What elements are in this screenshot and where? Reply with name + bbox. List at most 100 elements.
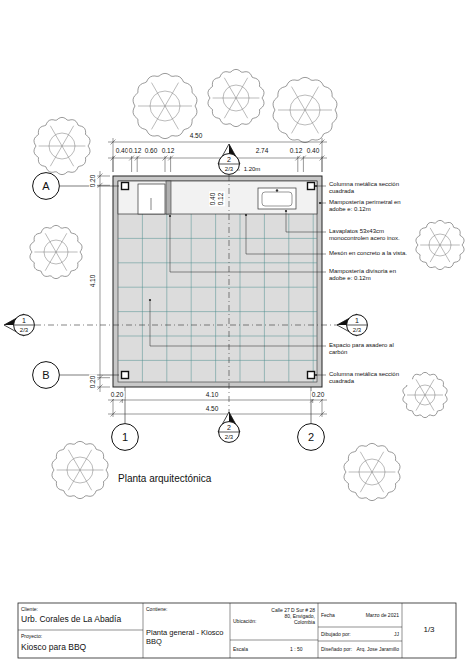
dimension-text: 0.12: [161, 147, 176, 155]
floor-slab: [118, 181, 317, 382]
tree-symbol: [52, 441, 108, 498]
extension-line: [322, 403, 323, 417]
title-block-text: Escala: [233, 646, 248, 652]
tree-branch: [372, 452, 384, 472]
tree-branch: [292, 110, 306, 133]
grid-label: 1: [122, 432, 128, 443]
tree-branch: [68, 450, 80, 470]
dimension-text: 0.12: [128, 147, 143, 155]
tree-branch: [50, 126, 62, 146]
sink-basin: [262, 192, 292, 206]
tile-line: [142, 214, 143, 382]
tile-line: [240, 214, 241, 382]
extension-line: [297, 156, 298, 172]
annotation-text: Mampostería divisoria en adobe e: 0.12m: [328, 268, 412, 282]
title-block-rule: [318, 603, 319, 658]
title-block-rule: [143, 603, 144, 658]
extension-line: [97, 176, 110, 177]
tree-branch: [56, 252, 67, 271]
tree-branch: [305, 110, 332, 111]
dimension-text: 4.50: [189, 132, 204, 140]
annotation-text: Mesón en concreto a la vista.: [328, 250, 412, 257]
tree-symbol: [30, 225, 82, 278]
leader-dot: [149, 299, 151, 301]
title-block-text: Contiene:: [146, 606, 167, 612]
grid-label: 2: [308, 432, 314, 443]
title-block-text: Dibujado por:: [321, 631, 351, 637]
title-block-rule: [402, 603, 403, 658]
grid-bubble: B: [32, 361, 60, 389]
extension-line: [303, 156, 304, 172]
extension-line: [165, 156, 166, 172]
tree-branch: [45, 252, 56, 271]
marker-circle: [219, 422, 240, 443]
tree-branch: [165, 106, 192, 107]
steel-column: [122, 183, 129, 190]
tree-branch: [152, 106, 166, 129]
bubble-circle: [33, 362, 60, 389]
steel-column: [308, 372, 315, 379]
grid-bubble: A: [32, 172, 60, 200]
dimension-text: 0.12: [217, 192, 225, 207]
marker-divider: [219, 432, 239, 433]
section-number: 2: [227, 155, 231, 162]
tree-symbol: [208, 69, 264, 126]
tree-branch: [349, 472, 372, 473]
tree-branch: [416, 379, 425, 395]
leader-line: [316, 375, 326, 376]
title-block-text: Arq. Jose Jaramillo: [356, 646, 399, 652]
leader-dot: [245, 214, 247, 216]
tile-line: [118, 360, 317, 361]
section-line: [35, 325, 346, 326]
plan-group: [113, 176, 322, 387]
tree-branch: [62, 146, 74, 166]
title-block-text: JJ: [394, 631, 399, 637]
tree-symbol: [416, 220, 464, 269]
leader-line: [170, 216, 326, 272]
tree-branch: [416, 395, 425, 411]
leader-line: [316, 186, 326, 187]
marker-divider: [219, 164, 239, 165]
grid-lines: [35, 175, 346, 423]
tree-branch: [407, 395, 425, 396]
leader-dot: [315, 185, 317, 187]
tile-line: [288, 214, 289, 382]
extension-line: [113, 403, 114, 417]
sheet-reference: 2/3: [225, 166, 233, 172]
extension-line: [137, 156, 138, 172]
bubble-circle: [33, 173, 60, 200]
tile-line: [118, 287, 317, 288]
leader-line: [150, 300, 326, 346]
dimension-text: 0.20: [89, 375, 97, 390]
tree-branch: [57, 470, 80, 471]
sheet-reference: 2/3: [353, 327, 361, 333]
bubble-circle: [298, 424, 325, 451]
tree-branch: [62, 146, 85, 147]
grill-box: [138, 184, 165, 214]
tree-branch: [372, 472, 395, 473]
tree-branch: [80, 470, 92, 490]
marker-divider: [347, 325, 367, 326]
title-block: [18, 603, 456, 658]
tree-branch: [236, 98, 248, 118]
annotation-text: Lavaplatos 53x43cm monocontrolen acero i…: [328, 228, 412, 242]
section-marker: 22/3: [218, 421, 240, 443]
dimension-text: 4.10: [205, 391, 220, 399]
dimension-line: [108, 142, 327, 143]
dimension-text: 0.20: [311, 391, 326, 399]
annotation-text: Columna metálica sección cuadrada: [328, 181, 412, 195]
extension-line: [97, 185, 110, 186]
section-marker: 12/3: [13, 314, 35, 336]
leader-lines: [149, 185, 326, 376]
dimension-text: 0.20: [110, 391, 125, 399]
title-block-text: Diseñado por:: [321, 646, 352, 652]
title-block-text: Planta general - Kiosco BBQ: [146, 628, 226, 646]
marker-divider: [14, 325, 34, 326]
extension-line: [113, 156, 114, 172]
section-number: 1: [22, 316, 26, 323]
extension-line: [113, 138, 114, 172]
tree-branch: [236, 98, 259, 99]
dimension-text: 2.74: [255, 147, 270, 155]
leader-dot: [285, 210, 287, 212]
